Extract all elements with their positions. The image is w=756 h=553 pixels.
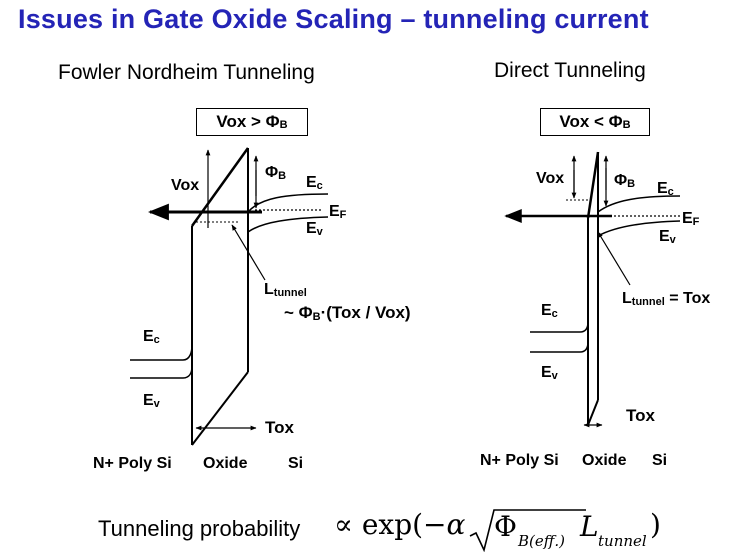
dt-heading: Direct Tunneling — [494, 59, 646, 82]
sqrt-symbol — [469, 509, 586, 552]
dt-ltunnel-label: Ltunnel = Tox — [622, 290, 711, 308]
fn-poly-ev — [130, 365, 193, 379]
fn-oxide-vb — [191, 371, 249, 446]
fn-heading: Fowler Nordheim Tunneling — [58, 61, 315, 84]
fn-ec-poly-label: Ec — [143, 328, 160, 346]
fn-region-si: Si — [288, 455, 304, 472]
fn-ev-si-label: Ev — [306, 220, 323, 238]
fn-ltunnel-pointer — [231, 224, 266, 281]
dt-diagram — [504, 151, 681, 428]
dt-region-oxide: Oxide — [582, 452, 627, 469]
dt-ef-label: EF — [682, 210, 700, 228]
fn-ltunnel-approx: ~ ΦB·(Tox / Vox) — [284, 303, 411, 323]
dt-condition-text: Vox < ΦB — [559, 112, 631, 131]
dt-poly-ec — [530, 321, 589, 333]
dt-ltunnel-pointer — [597, 231, 631, 286]
dt-region-si: Si — [652, 452, 668, 469]
fn-condition-box: Vox > ΦB — [196, 108, 308, 136]
dt-oxide-vb — [587, 399, 599, 426]
fn-region-oxide: Oxide — [203, 455, 248, 472]
fn-si-ec — [247, 193, 329, 213]
fn-region-poly: N+ Poly Si — [93, 455, 172, 472]
fn-ev-poly-label: Ev — [143, 392, 160, 410]
slide-title: Issues in Gate Oxide Scaling – tunneling… — [18, 4, 649, 34]
fn-condition-text: Vox > ΦB — [216, 112, 288, 131]
fn-poly-ec — [130, 344, 193, 361]
formula-l: L — [580, 510, 599, 543]
dt-vox-label: Vox — [536, 170, 565, 187]
dt-si-ec — [597, 195, 681, 213]
fn-ltunnel-label: Ltunnel — [264, 281, 307, 299]
formula-close-paren: ) — [650, 508, 661, 541]
formula-phi-sub: B(eff.) — [518, 532, 565, 550]
fn-ef-label: EF — [329, 203, 347, 221]
dt-si-ev — [597, 220, 681, 237]
dt-oxide-cb — [586, 151, 600, 219]
fn-diagram — [130, 147, 329, 446]
formula-expression: ∝ exp(−α — [334, 508, 466, 541]
formula-phi: Φ — [494, 510, 517, 543]
dt-ec-si-label: Ec — [657, 180, 674, 198]
formula-l-sub: tunnel — [598, 532, 647, 550]
fn-si-ev — [247, 216, 329, 233]
fn-oxide-cb — [190, 147, 250, 227]
dt-ec-poly-label: Ec — [541, 302, 558, 320]
dt-ev-poly-label: Ev — [541, 364, 558, 382]
dt-poly-ev — [530, 341, 589, 353]
dt-condition-box: Vox < ΦB — [540, 108, 650, 136]
fn-tox-label: Tox — [265, 418, 294, 437]
dt-tox-label: Tox — [626, 406, 655, 425]
dt-region-poly: N+ Poly Si — [480, 452, 559, 469]
dt-phib-label: ΦB — [614, 172, 636, 190]
formula-text: Tunneling probability — [98, 516, 301, 541]
fn-ec-si-label: Ec — [306, 174, 323, 192]
fn-vox-label: Vox — [171, 177, 200, 194]
fn-phib-label: ΦB — [265, 164, 287, 182]
dt-ev-si-label: Ev — [659, 228, 676, 246]
